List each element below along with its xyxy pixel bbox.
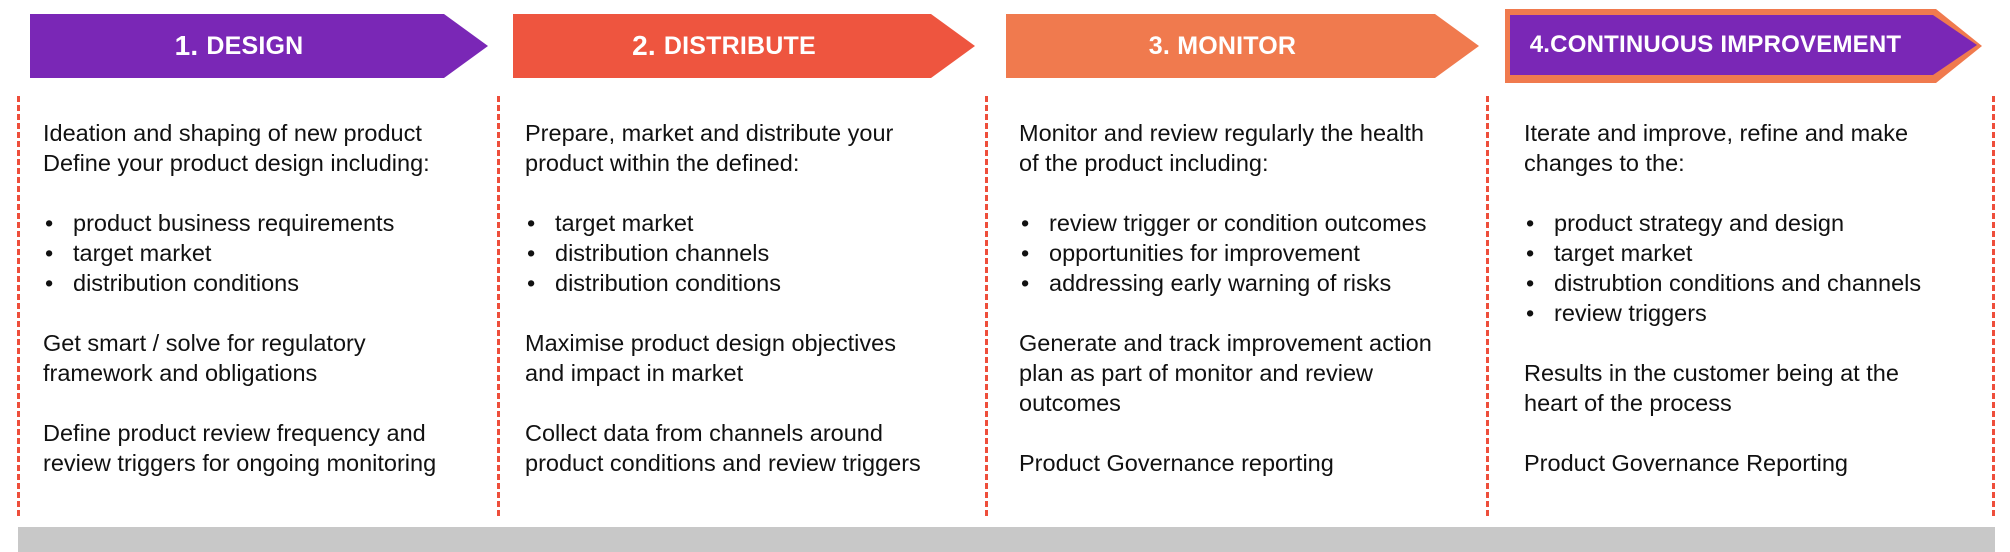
stage-4-arrow: 4.CONTINUOUS IMPROVEMENT — [1510, 15, 1977, 75]
stage-1-arrow: 1. DESIGN — [30, 14, 488, 78]
paragraph-line: Define product review frequency and — [43, 420, 426, 446]
stage-3-arrow: 3. MONITOR — [1006, 14, 1479, 78]
paragraph-line: Maximise product design objectives — [525, 330, 896, 356]
list-item: target market — [1524, 238, 1989, 268]
paragraph-line: Generate and track improvement action — [1019, 330, 1432, 356]
list-item: distribution conditions — [525, 268, 983, 298]
intro-line: of the product including: — [1019, 150, 1269, 176]
intro-line: changes to the: — [1524, 150, 1685, 176]
intro-line: Prepare, market and distribute your — [525, 120, 894, 146]
divider-1 — [497, 96, 500, 516]
divider-3 — [1486, 96, 1489, 516]
paragraph-line: Results in the customer being at the — [1524, 360, 1899, 386]
list-item: target market — [43, 238, 493, 268]
list-item: addressing early warning of risks — [1019, 268, 1482, 298]
paragraph-line: plan as part of monitor and review — [1019, 360, 1373, 386]
stage-3-description: Monitor and review regularly the health … — [1019, 118, 1482, 478]
paragraph-line: Product Governance reporting — [1019, 450, 1334, 476]
paragraph-line: Product Governance Reporting — [1524, 450, 1848, 476]
stage-4-title: 4.CONTINUOUS IMPROVEMENT — [1529, 31, 1902, 58]
list-item: target market — [525, 208, 983, 238]
stage-2-arrow: 2. DISTRIBUTE — [513, 14, 975, 78]
paragraph-line: heart of the process — [1524, 390, 1732, 416]
stage-2-title: DISTRIBUTE — [663, 31, 816, 60]
stage-1-title: DESIGN — [206, 31, 304, 60]
intro-line: Ideation and shaping of new product — [43, 120, 422, 146]
divider-2 — [985, 96, 988, 516]
stage-2-description: Prepare, market and distribute your prod… — [525, 118, 983, 478]
divider-left — [17, 96, 20, 516]
list-item: distribution conditions — [43, 268, 493, 298]
intro-line: Monitor and review regularly the health — [1019, 120, 1424, 146]
intro-line: Iterate and improve, refine and make — [1524, 120, 1909, 146]
paragraph-line: and impact in market — [525, 360, 744, 386]
paragraph-line: Get smart / solve for regulatory — [43, 330, 366, 356]
paragraph-line: product conditions and review triggers — [525, 450, 921, 476]
bottom-bar — [18, 527, 1995, 552]
list-item: product business requirements — [43, 208, 493, 238]
list-item: distribution channels — [525, 238, 983, 268]
intro-line: Define your product design including: — [43, 150, 430, 176]
paragraph-line: Collect data from channels around — [525, 420, 883, 446]
paragraph-line: outcomes — [1019, 390, 1121, 416]
stage-1-bullet-list: product business requirements target mar… — [43, 208, 493, 298]
paragraph-line: review triggers for ongoing monitoring — [43, 450, 437, 476]
stage-4-bullet-list: product strategy and design target marke… — [1524, 208, 1989, 328]
divider-right — [1992, 96, 1995, 516]
paragraph-line: framework and obligations — [43, 360, 318, 386]
list-item: review trigger or condition outcomes — [1019, 208, 1482, 238]
stage-3-title: 3. MONITOR — [1148, 31, 1297, 60]
stage-4-description: Iterate and improve, refine and make cha… — [1524, 118, 1989, 478]
stage-2-bullet-list: target market distribution channels dist… — [525, 208, 983, 298]
list-item: review triggers — [1524, 298, 1989, 328]
list-item: product strategy and design — [1524, 208, 1989, 238]
list-item: distrubtion conditions and channels — [1524, 268, 1989, 298]
stage-1-description: Ideation and shaping of new product Defi… — [43, 118, 493, 478]
stage-2-number: 2. — [632, 30, 656, 61]
list-item: opportunities for improvement — [1019, 238, 1482, 268]
intro-line: product within the defined: — [525, 150, 800, 176]
stage-3-bullet-list: review trigger or condition outcomes opp… — [1019, 208, 1482, 298]
stage-1-number: 1. — [174, 30, 199, 61]
